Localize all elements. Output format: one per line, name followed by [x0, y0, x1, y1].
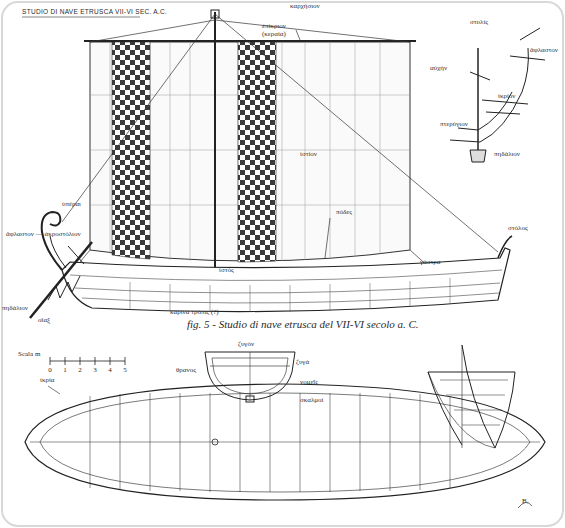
part-name: πηδάλιον	[494, 150, 520, 158]
part-name: ζυγόν	[238, 340, 254, 348]
figure-caption: fig. 5 - Studio di nave etrusca del VII-…	[187, 318, 419, 331]
part-name: πόδες	[336, 208, 352, 216]
part-name: στόλος	[508, 224, 528, 232]
part-name: ζυγά	[296, 358, 309, 366]
drawing-title: STUDIO DI NAVE ETRUSCA VII-VI SEC. A.C.	[22, 8, 167, 16]
scale-label: Scala m	[18, 350, 40, 358]
part-name: ἰκρίον	[498, 92, 515, 100]
part-name: καρινα τρόπις (?)	[170, 308, 219, 316]
signature: B.	[522, 497, 528, 505]
part-name: ἱστός	[219, 266, 234, 274]
part-name: στυλίς	[470, 18, 488, 26]
part-name: γάστρα	[420, 258, 441, 266]
part-name: ὑπέραι	[62, 200, 81, 208]
part-name: ἰκρία	[40, 376, 54, 384]
scale-number: 5	[123, 366, 127, 374]
part-name: σκαλμοί	[300, 396, 323, 404]
part-name: πηδάλιον	[2, 304, 28, 312]
part-name: πτερύγιον	[440, 120, 468, 128]
part-name: καρχήσιον	[290, 2, 320, 10]
scale-number: 3	[93, 366, 97, 374]
part-name: αὐχήν	[430, 64, 447, 72]
part-name: ἐπίκριον (κεραία)	[262, 22, 302, 38]
scale-number: 1	[63, 366, 67, 374]
scale-number: 4	[108, 366, 112, 374]
part-name: ἄφλαστον — ἀκροστόλιον	[6, 230, 81, 238]
part-name: νομεῖς	[300, 378, 318, 386]
scale-number: 0	[48, 366, 52, 374]
part-name: ἱστίον	[300, 150, 317, 158]
part-name: ἄφλαστον	[530, 46, 558, 54]
part-name: θρανος	[176, 366, 196, 374]
scale-number: 2	[78, 366, 82, 374]
part-name: οἴαξ	[38, 316, 50, 324]
